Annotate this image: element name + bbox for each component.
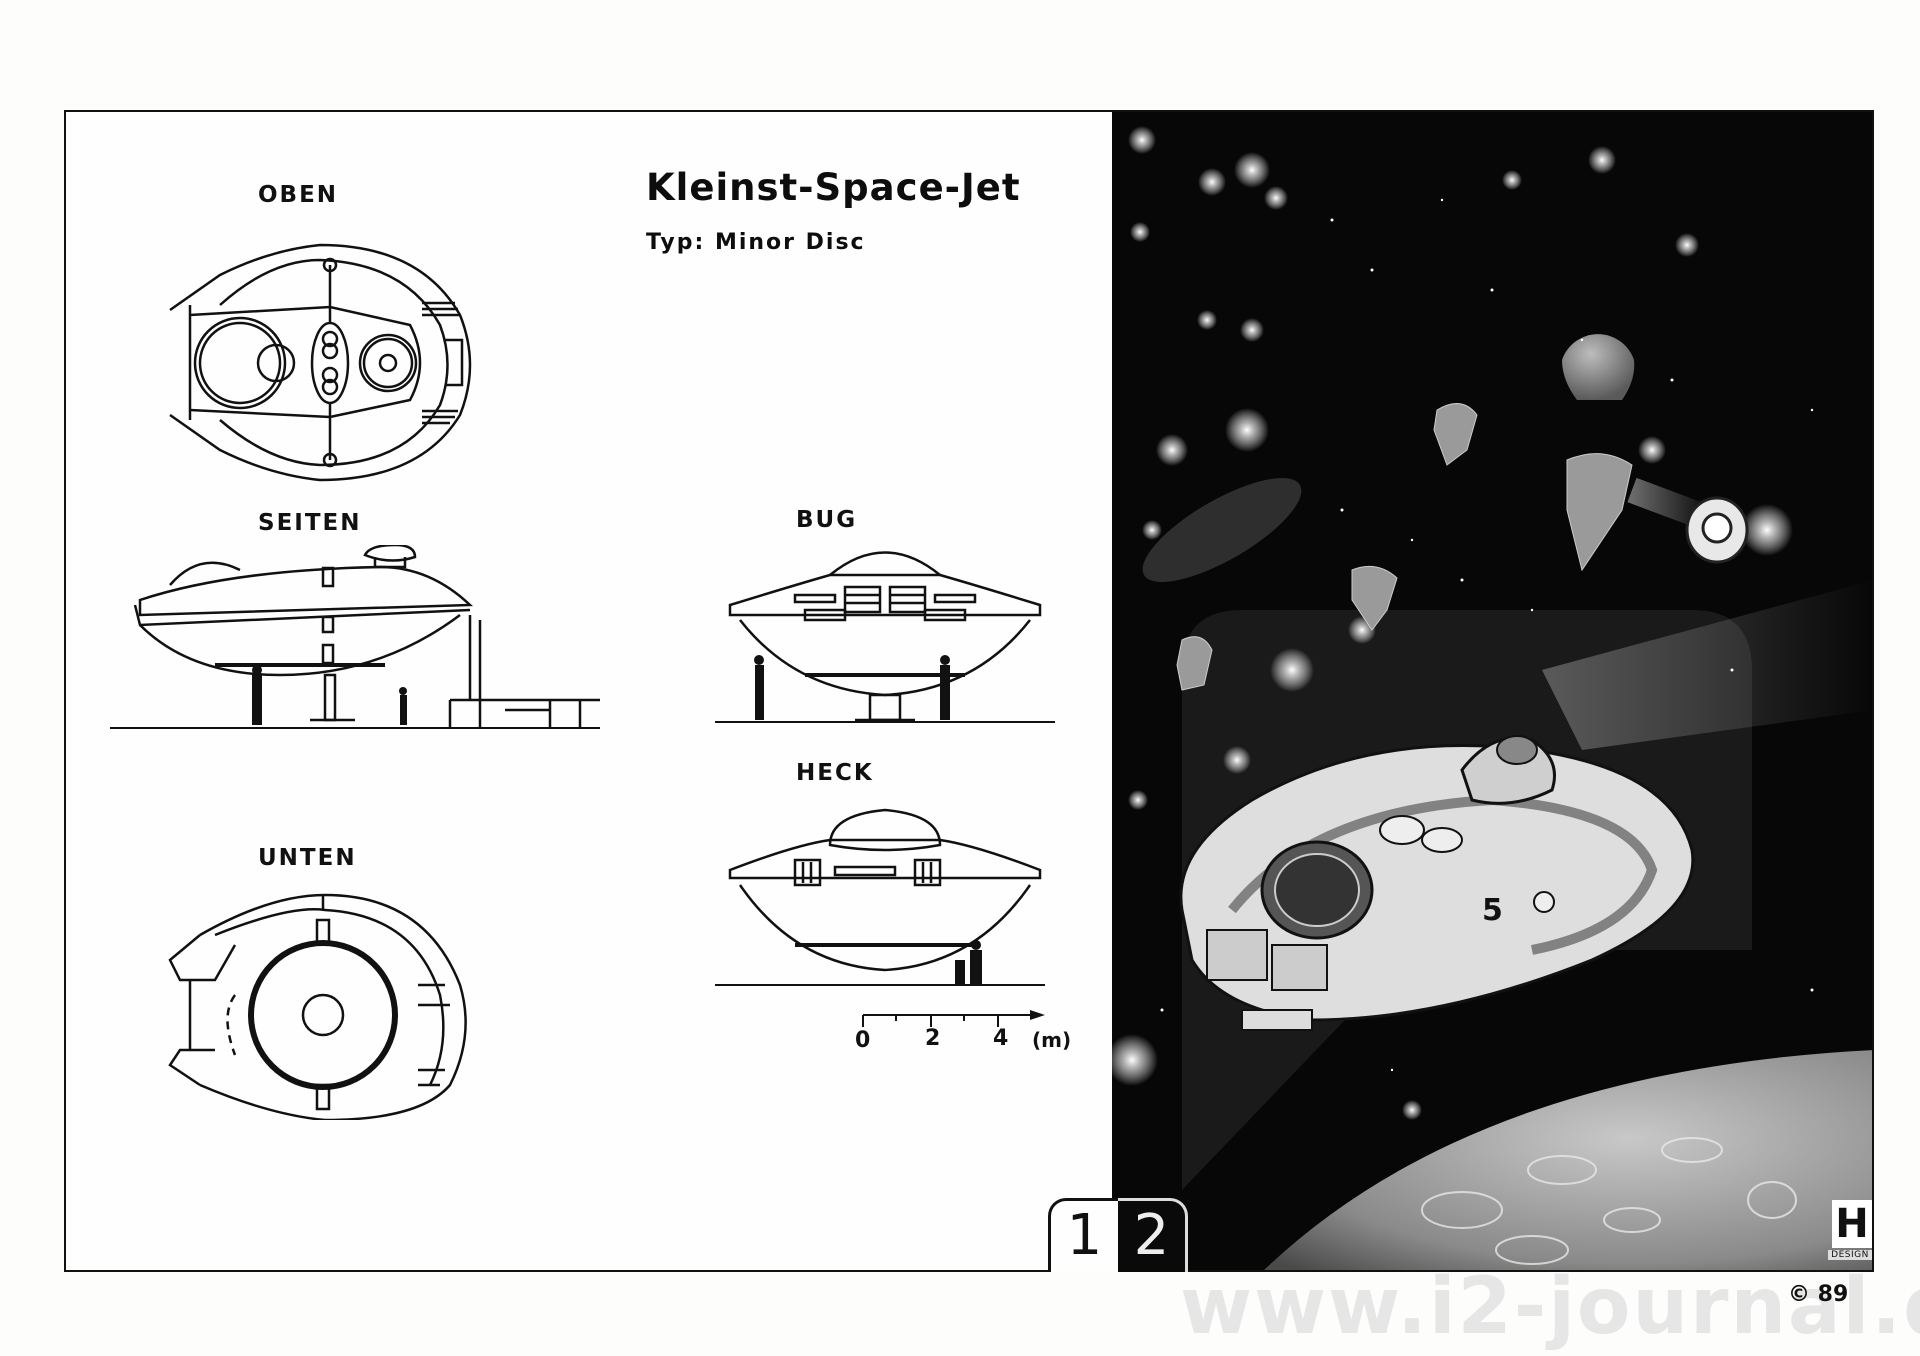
- scale-bar: [862, 1010, 1045, 1027]
- copyright-notice: © 89: [1788, 1282, 1849, 1307]
- rear-view-figures: [955, 940, 982, 985]
- h-design-logo: H DESIGN: [1828, 1200, 1872, 1270]
- scale-tick-0: 0: [855, 1028, 871, 1053]
- logo-letter: H: [1832, 1200, 1872, 1248]
- main-space-jet: 5: [1179, 735, 1695, 1031]
- label-bottom-view: UNTEN: [258, 845, 357, 871]
- space-scene: 5: [1112, 126, 1874, 1272]
- page-number-digit-2: 2: [1118, 1198, 1188, 1272]
- small-stars: [1160, 198, 1814, 1072]
- front-view-figures: [754, 655, 950, 720]
- watermark-url: www.i2-journal.de: [1180, 1262, 1920, 1352]
- hull-marking: 5: [1482, 893, 1503, 928]
- front-view-drawing: [715, 551, 1055, 723]
- logo-text: DESIGN: [1828, 1250, 1872, 1260]
- label-rear-view: HECK: [796, 760, 874, 786]
- nebula: [1142, 478, 1302, 582]
- top-view-drawing: [169, 243, 472, 482]
- moon-craters: [1421, 1137, 1797, 1265]
- scale-tick-4: 4: [993, 1026, 1009, 1051]
- side-view-drawing: [110, 545, 600, 729]
- label-top-view: OBEN: [258, 182, 339, 208]
- engine-trail: [1542, 580, 1874, 750]
- rear-view-drawing: [715, 808, 1045, 986]
- planet: [1562, 334, 1635, 400]
- bottom-view-drawing: [168, 893, 467, 1120]
- page-subtitle: Typ: Minor Disc: [646, 230, 866, 255]
- probe-ship: [1627, 477, 1749, 564]
- blueprint-panel: [66, 112, 1112, 1270]
- label-side-view: SEITEN: [258, 510, 362, 536]
- page-number-digit-1: 1: [1048, 1198, 1118, 1272]
- space-illustration: 5: [1112, 110, 1874, 1272]
- glow-stars: [1112, 126, 1793, 1120]
- asteroids: [1176, 403, 1633, 691]
- side-view-figures: [252, 665, 407, 725]
- page-frame: [64, 110, 1874, 1272]
- label-front-view: BUG: [796, 507, 858, 533]
- moon: [1262, 1050, 1874, 1272]
- scale-unit: (m): [1032, 1028, 1072, 1052]
- page-title: Kleinst-Space-Jet: [646, 166, 1021, 209]
- scale-tick-2: 2: [925, 1026, 941, 1051]
